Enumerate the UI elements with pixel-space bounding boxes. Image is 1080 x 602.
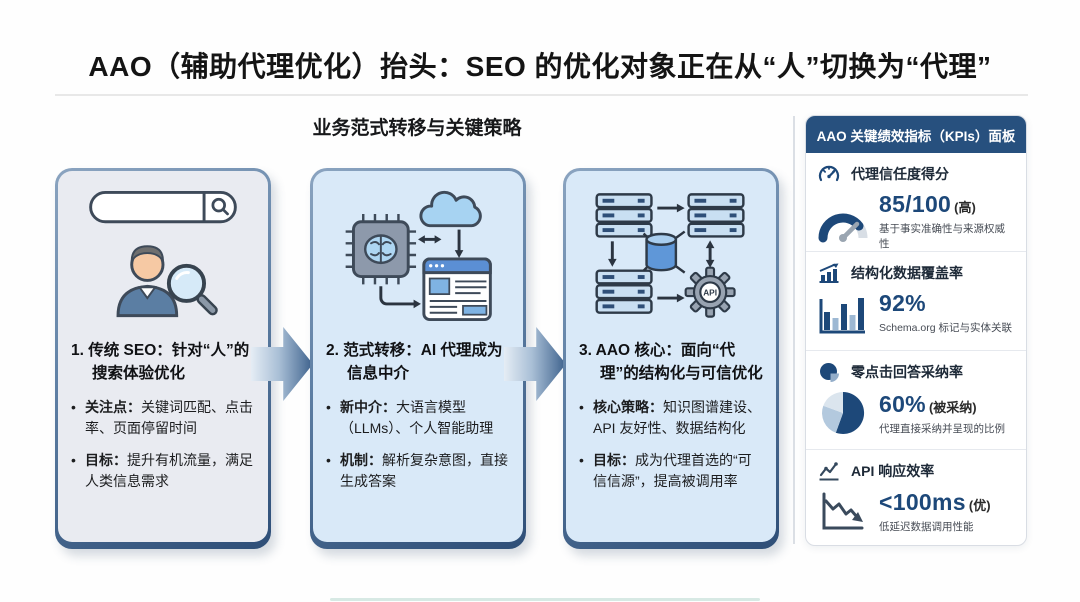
bottom-accent-line [330, 598, 760, 601]
card-aao-core-body: API 3. AAO 核心：面向“代理”的结构化与可信优化 • 核心策略：知识图… [566, 171, 776, 542]
api-structure-illustration: API [579, 181, 763, 331]
kpi-value: 85/100 [879, 191, 952, 217]
card-bullet: • 新中介：大语言模型（LLMs）、个人智能助理 [326, 397, 510, 440]
card-traditional-seo: 1. 传统 SEO：针对“人”的搜索体验优化 • 关注点：关键词匹配、点击率、页… [55, 168, 271, 549]
bullet-dot: • [326, 452, 331, 469]
gauge-icon [818, 165, 840, 182]
kpi-value-block: 92% Schema.org 标记与实体关联 [879, 290, 1012, 335]
kpi-value-block: 60%(被采纳) 代理直接采纳并呈现的比例 [879, 391, 1005, 436]
bullet-dot: • [71, 398, 76, 415]
bullet-text: 大语言模型（LLMs）、个人智能助理 [340, 398, 494, 436]
kpi-value-line: <100ms(优) [879, 489, 991, 516]
card-bullet: • 机制：解析复杂意图，直接生成答案 [326, 450, 510, 493]
panel-divider [793, 116, 795, 544]
card-title: 2. 范式转移：AI 代理成为信息中介 [326, 342, 503, 383]
kpi-item-trust-score: 代理信任度得分 85/100(高) 基于事实准确性与来源权威性 [806, 153, 1026, 252]
kpi-value: 92% [879, 290, 926, 316]
kpi-label: 代理信任度得分 [851, 166, 949, 182]
kpi-item-structured-coverage: 结构化数据覆盖率 92% Schema.org 标记与实体关联 [806, 252, 1026, 351]
section-subtitle: 业务范式转移与关键策略 [312, 118, 522, 139]
kpi-sub-label: Schema.org 标记与实体关联 [879, 322, 1013, 334]
ai-agent-illustration-svg [345, 190, 492, 322]
kpi-value-line: 60%(被采纳) [879, 391, 1005, 418]
bullet-text: 知识图谱建设、API 友好性、数据结构化 [593, 398, 761, 436]
bullet-text-wrap: 机制：解析复杂意图，直接生成答案 [340, 450, 510, 493]
gauge-large-icon [817, 198, 869, 244]
bullet-dot: • [579, 398, 584, 415]
bullet-text-wrap: 新中介：大语言模型（LLMs）、个人智能助理 [340, 397, 510, 440]
bullet-lead: 机制： [340, 452, 382, 469]
bullet-dot: • [326, 398, 331, 415]
kpi-panel: AAO 关键绩效指标（KPIs）面板 代理信任度得分 [805, 115, 1027, 546]
card-bullet: • 目标：成为代理首选的“可信信源”，提高被调用率 [579, 450, 763, 493]
kpi-body: <100ms(优) 低延迟数据调用性能 [817, 488, 1015, 534]
bullet-text: 提升有机流量，满足人类信息需求 [85, 452, 253, 490]
bullet-text: 解析复杂意图，直接生成答案 [340, 452, 508, 490]
bullet-dot: • [579, 452, 584, 469]
kpi-sub-label: 代理直接采纳并呈现的比例 [879, 422, 1005, 435]
kpi-head: 零点击回答采纳率 [817, 360, 1015, 384]
card-paradigm-shift-body: 2. 范式转移：AI 代理成为信息中介 • 新中介：大语言模型（LLMs）、个人… [313, 171, 523, 542]
bullet-lead: 新中介： [340, 398, 396, 415]
line-chart-icon [819, 462, 839, 481]
kpi-head: 结构化数据覆盖率 [817, 261, 1015, 285]
ai-agent-illustration [326, 181, 510, 331]
kpi-value-block: 85/100(高) 基于事实准确性与来源权威性 [879, 191, 1015, 251]
bullet-lead: 关注点： [85, 398, 141, 415]
kpi-sub-label: 基于事实准确性与来源权威性 [879, 223, 1005, 250]
bullet-dot: • [71, 452, 76, 469]
kpi-head: 代理信任度得分 [817, 162, 1015, 186]
kpi-qualifier: (被采纳) [928, 399, 977, 415]
bar-chart-large-icon [817, 291, 869, 335]
kpi-head: API 响应效率 [817, 459, 1015, 483]
card-title: 3. AAO 核心：面向“代理”的结构化与可信优化 [579, 342, 763, 383]
kpi-panel-header: AAO 关键绩效指标（KPIs）面板 [806, 116, 1026, 153]
search-user-illustration-svg [89, 190, 237, 318]
bullet-text-wrap: 关注点：关键词匹配、点击率、页面停留时间 [85, 397, 255, 440]
bullet-text-wrap: 目标：成为代理首选的“可信信源”，提高被调用率 [593, 450, 763, 493]
card-bullet: • 目标：提升有机流量，满足人类信息需求 [71, 450, 255, 493]
search-user-illustration [71, 181, 255, 331]
bullet-lead: 核心策略： [593, 398, 663, 415]
line-chart-large-icon [817, 488, 869, 534]
kpi-label: 零点击回答采纳率 [851, 364, 963, 380]
bullet-lead: 目标： [85, 452, 127, 469]
api-structure-illustration-svg: API [595, 193, 745, 318]
api-gear-label: API [703, 288, 717, 298]
kpi-item-api-latency: API 响应效率 <100ms(优) 低延迟数据调用性能 [806, 450, 1026, 549]
card-bullet: • 关注点：关键词匹配、点击率、页面停留时间 [71, 397, 255, 440]
bullet-text-wrap: 目标：提升有机流量，满足人类信息需求 [85, 450, 255, 493]
bar-chart-icon [819, 263, 839, 283]
card-paradigm-shift: 2. 范式转移：AI 代理成为信息中介 • 新中介：大语言模型（LLMs）、个人… [310, 168, 526, 549]
card-aao-core: API 3. AAO 核心：面向“代理”的结构化与可信优化 • 核心策略：知识图… [563, 168, 779, 549]
kpi-item-zero-click: 零点击回答采纳率 60%(被采纳) 代理直接采纳并呈现的比例 [806, 351, 1026, 450]
kpi-body: 85/100(高) 基于事实准确性与来源权威性 [817, 191, 1015, 251]
kpi-value-line: 85/100(高) [879, 191, 1015, 218]
kpi-value: 60% [879, 390, 926, 417]
kpi-value-line: 92% [879, 290, 1012, 317]
bullet-text: 关键词匹配、点击率、页面停留时间 [85, 398, 253, 436]
card-title: 1. 传统 SEO：针对“人”的搜索体验优化 [71, 342, 250, 383]
pie-chart-large-icon [817, 389, 869, 437]
kpi-qualifier: (优) [968, 497, 991, 513]
kpi-label: API 响应效率 [851, 463, 935, 479]
kpi-value: <100ms [879, 488, 966, 515]
card-bullet: • 核心策略：知识图谱建设、API 友好性、数据结构化 [579, 397, 763, 440]
pie-chart-icon [820, 363, 839, 382]
kpi-label: 结构化数据覆盖率 [851, 265, 963, 281]
page-title: AAO（辅助代理优化）抬头：SEO 的优化对象正在从“人”切换为“代理” [88, 51, 992, 82]
bullet-lead: 目标： [593, 452, 635, 469]
kpi-body: 92% Schema.org 标记与实体关联 [817, 290, 1015, 335]
kpi-qualifier: (高) [954, 200, 976, 215]
bullet-text-wrap: 核心策略：知识图谱建设、API 友好性、数据结构化 [593, 397, 763, 440]
card-traditional-seo-body: 1. 传统 SEO：针对“人”的搜索体验优化 • 关注点：关键词匹配、点击率、页… [58, 171, 268, 542]
kpi-body: 60%(被采纳) 代理直接采纳并呈现的比例 [817, 389, 1015, 437]
kpi-value-block: <100ms(优) 低延迟数据调用性能 [879, 489, 991, 534]
kpi-sub-label: 低延迟数据调用性能 [879, 520, 974, 533]
bullet-text: 成为代理首选的“可信信源”，提高被调用率 [593, 452, 752, 490]
title-divider [55, 94, 1028, 96]
